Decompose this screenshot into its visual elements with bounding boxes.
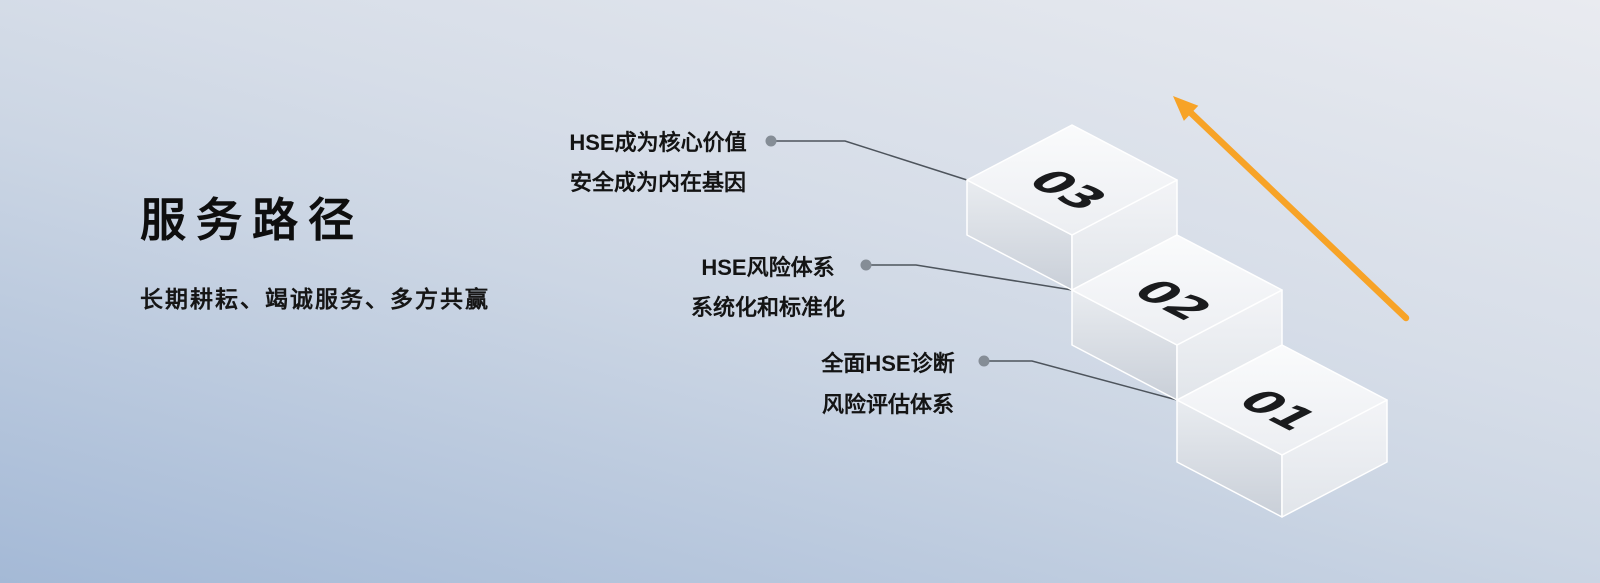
connector-dot-icon — [765, 135, 777, 147]
callout-line: HSE风险体系 — [701, 255, 835, 280]
step-03-top-face — [966, 124, 1178, 236]
upward-arrow-icon — [1173, 96, 1410, 322]
connector-line — [984, 360, 1178, 401]
staircase — [966, 124, 1388, 518]
step-02-top-face — [1071, 234, 1283, 346]
callout-line: 风险评估体系 — [821, 392, 954, 417]
callout-line: HSE成为核心价值 — [569, 130, 747, 155]
callout-step-03: HSE成为核心价值 安全成为内在基因 — [538, 123, 778, 203]
connector-dot-icon — [860, 259, 872, 271]
callout-step-02: HSE风险体系 系统化和标准化 — [658, 248, 878, 328]
callout-line: 安全成为内在基因 — [569, 170, 746, 195]
connector-line — [866, 264, 1073, 291]
arrow-shaft — [1187, 109, 1410, 322]
callout-line: 全面HSE诊断 — [821, 351, 955, 376]
callout-connectors — [765, 135, 1178, 401]
connector-line — [771, 140, 968, 181]
connector-dot-icon — [978, 355, 990, 367]
callout-step-01: 全面HSE诊断 风险评估体系 — [778, 343, 998, 425]
arrow-head — [1173, 96, 1199, 121]
page-title: 服务路径 — [140, 194, 364, 246]
page-subtitle: 长期耕耘、竭诚服务、多方共赢 — [140, 286, 490, 312]
step-01-top-face — [1176, 344, 1388, 456]
callout-line: 系统化和标准化 — [690, 295, 845, 320]
